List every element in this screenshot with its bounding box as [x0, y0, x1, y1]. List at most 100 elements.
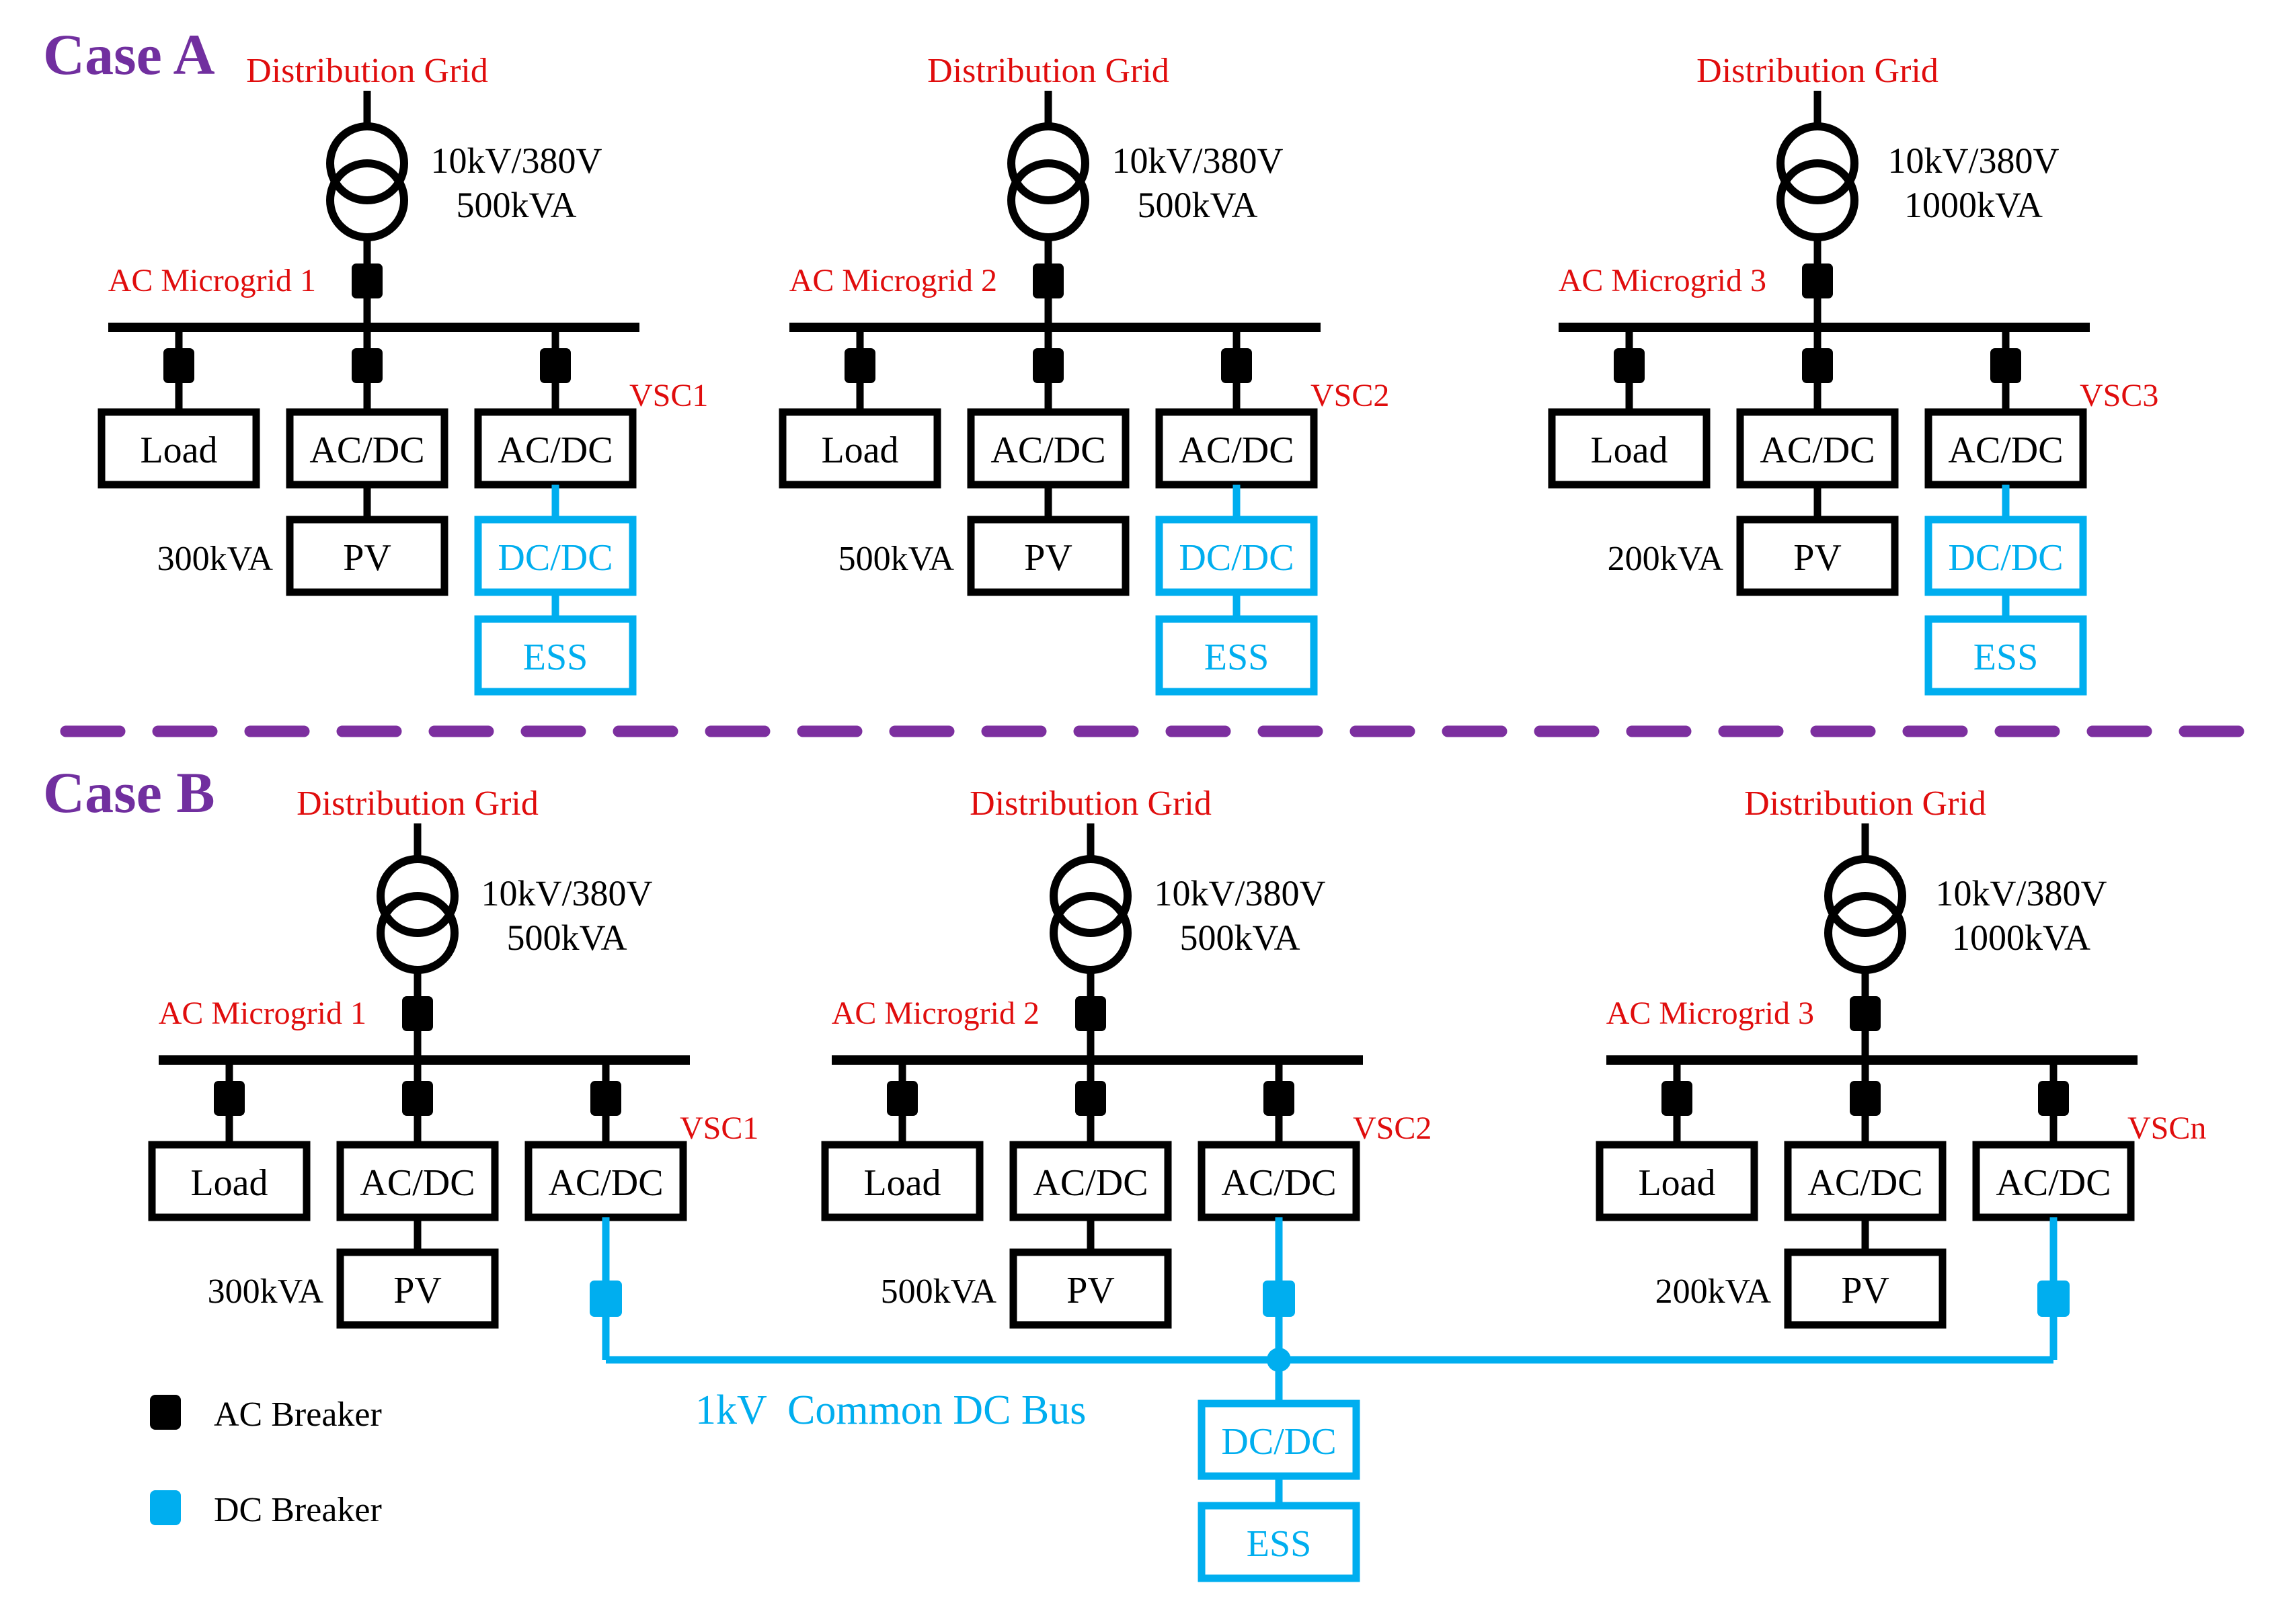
load-rating-label: 500kVA [838, 540, 955, 578]
ac-breaker-icon [845, 348, 875, 383]
case-b-microgrid-1: Distribution Grid 10kV/380V 500kVA AC Mi… [148, 784, 758, 1360]
ac-breaker-icon [540, 348, 571, 383]
distribution-grid-label: Distribution Grid [970, 784, 1212, 823]
vsc-box-label: AC/DC [548, 1162, 663, 1204]
pv-box-label: PV [1793, 537, 1842, 579]
ac-breaker-icon [1033, 348, 1064, 383]
ac-breaker-icon [1263, 1081, 1294, 1116]
shared-dcdc-label: DC/DC [1221, 1421, 1336, 1463]
microgrid-label: AC Microgrid 2 [832, 996, 1040, 1031]
vsc-box [524, 1141, 687, 1221]
microgrid-label: AC Microgrid 3 [1559, 263, 1766, 298]
load-box [821, 1141, 984, 1221]
ac-breaker-icon [163, 348, 194, 383]
ac-breaker-icon [352, 348, 383, 383]
dcdc-box [474, 516, 637, 596]
ac-breaker-icon [1990, 348, 2021, 383]
ac-breaker-icon [1075, 1081, 1106, 1116]
ess-box [474, 615, 637, 696]
load-rating-label: 500kVA [881, 1272, 997, 1311]
vsc-label: VSC2 [1353, 1110, 1432, 1146]
shared-ess-box [1198, 1502, 1360, 1582]
legend: AC Breaker DC Breaker [150, 1395, 382, 1529]
load-box [148, 1141, 311, 1221]
pv-box [286, 516, 448, 596]
ac-breaker-icon [1850, 1081, 1881, 1116]
ac-breaker-icon [887, 1081, 918, 1116]
load-box [1548, 408, 1711, 489]
pv-box-label: PV [343, 537, 391, 579]
dcdc-box-label: DC/DC [498, 537, 613, 579]
distribution-grid-label: Distribution Grid [1744, 784, 1986, 823]
vsc-box-label: AC/DC [1221, 1162, 1336, 1204]
load-box [1596, 1141, 1758, 1221]
transformer-icon [1007, 122, 1089, 204]
transformer-voltage: 10kV/380V [1112, 140, 1284, 181]
case-a-microgrid-1: Distribution Grid 10kV/380V 500kVA AC Mi… [97, 52, 708, 696]
case-a-microgrid-2: Distribution Grid 10kV/380V 500kVA AC Mi… [779, 52, 1389, 696]
ac-breaker-icon [1802, 263, 1833, 298]
load-box-label: Load [1638, 1162, 1715, 1204]
vsc-box [1972, 1141, 2135, 1221]
shared-ess-label: ESS [1247, 1523, 1312, 1565]
pv-inverter-box [286, 408, 448, 489]
microgrid-label: AC Microgrid 1 [159, 996, 366, 1031]
pv-inverter-label: AC/DC [1033, 1162, 1148, 1204]
load-box-label: Load [1590, 430, 1668, 471]
shared-dcdc-box [1198, 1399, 1360, 1480]
ac-breaker-legend-label: AC Breaker [214, 1395, 382, 1434]
transformer-voltage: 10kV/380V [1154, 873, 1326, 914]
transformer-icon [1824, 855, 1906, 937]
vsc-label: VSC1 [680, 1110, 758, 1146]
distribution-grid-label: Distribution Grid [297, 784, 539, 823]
microgrid-label: AC Microgrid 2 [789, 263, 997, 298]
dc-breaker-icon [1263, 1281, 1295, 1317]
vsc-box [1924, 408, 2087, 489]
pv-inverter-box [1736, 408, 1899, 489]
transformer-rating: 500kVA [456, 185, 576, 225]
dcdc-box-label: DC/DC [1179, 537, 1294, 579]
dc-breaker-legend-icon [150, 1490, 181, 1525]
ac-breaker-icon [1221, 348, 1252, 383]
dc-breaker-icon [590, 1281, 622, 1317]
load-box-label: Load [190, 1162, 268, 1204]
case-b-microgrid-2: Distribution Grid 10kV/380V 500kVA AC Mi… [821, 784, 1432, 1360]
vsc-box-label: AC/DC [1996, 1162, 2111, 1204]
dc-breaker-legend-label: DC Breaker [214, 1491, 382, 1529]
pv-box [1784, 1248, 1947, 1329]
ac-breaker-icon [214, 1081, 245, 1116]
ac-breaker-icon [1614, 348, 1645, 383]
case-a-microgrid-3: Distribution Grid 10kV/380V 1000kVA AC M… [1548, 52, 2158, 696]
ac-breaker-icon [2038, 1081, 2069, 1116]
vsc-box-label: AC/DC [1179, 430, 1294, 471]
microgrid-label: AC Microgrid 3 [1606, 996, 1814, 1031]
ac-breaker-legend-icon [150, 1395, 181, 1430]
ac-breaker-icon [590, 1081, 621, 1116]
ac-breaker-icon [402, 996, 433, 1031]
ess-box [1924, 615, 2087, 696]
load-box-label: Load [140, 430, 217, 471]
vsc-label: VSC3 [2080, 378, 2158, 413]
load-box [779, 408, 941, 489]
dc-bus-name-label: Common DC Bus [787, 1387, 1086, 1433]
pv-box [1009, 1248, 1172, 1329]
pv-box [336, 1248, 499, 1329]
load-rating-label: 200kVA [1608, 540, 1724, 578]
pv-inverter-label: AC/DC [360, 1162, 475, 1204]
vsc-label: VSCn [2127, 1110, 2206, 1146]
pv-inverter-label: AC/DC [1807, 1162, 1922, 1204]
pv-box [967, 516, 1130, 596]
pv-inverter-label: AC/DC [990, 430, 1105, 471]
dc-bus-voltage-label: 1kV [695, 1387, 767, 1433]
ac-breaker-icon [1850, 996, 1881, 1031]
transformer-voltage: 10kV/380V [1936, 873, 2107, 914]
pv-inverter-box [1784, 1141, 1947, 1221]
distribution-grid-label: Distribution Grid [1696, 52, 1938, 90]
transformer-icon [1776, 122, 1858, 204]
load-box [97, 408, 260, 489]
dc-breaker-icon [2037, 1281, 2070, 1317]
transformer-rating: 500kVA [1137, 185, 1257, 225]
microgrid-label: AC Microgrid 1 [108, 263, 316, 298]
